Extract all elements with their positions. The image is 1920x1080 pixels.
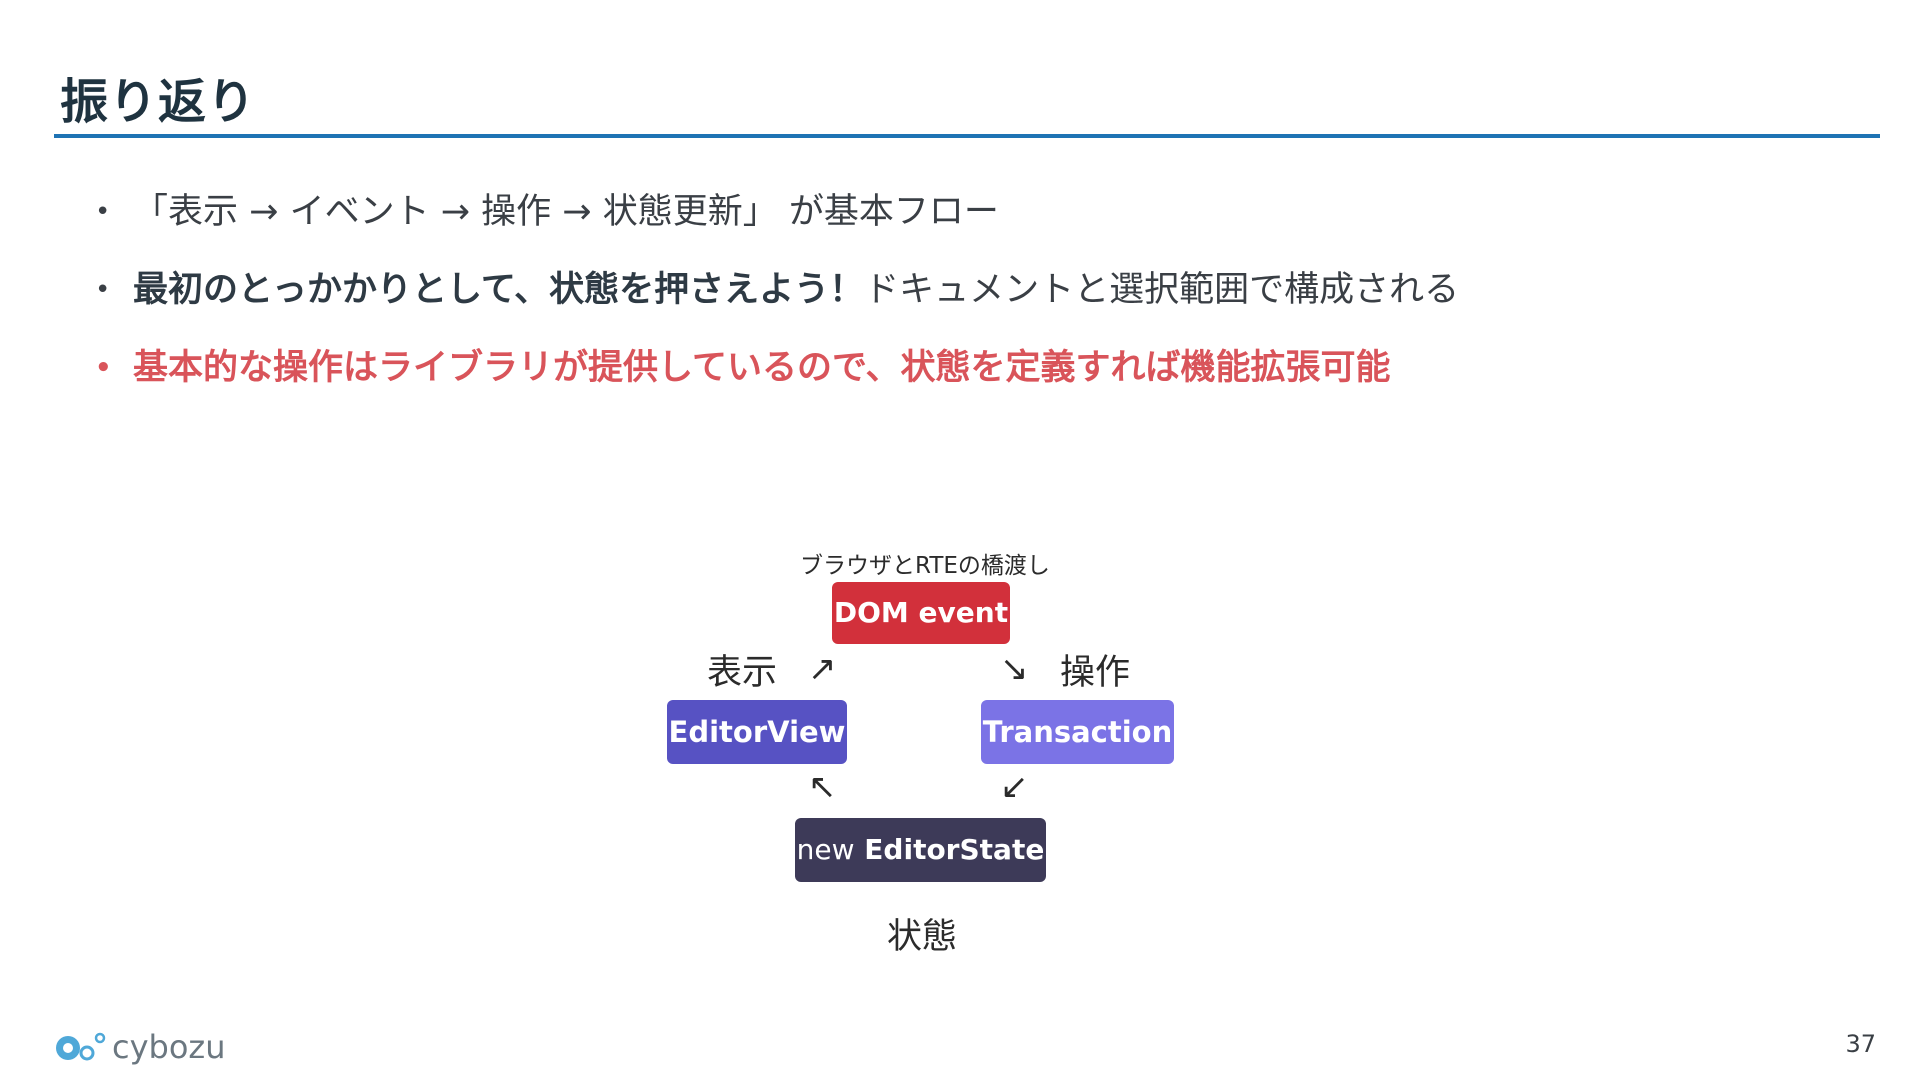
page-number: 37	[1845, 1030, 1876, 1058]
bullet-list: • 「表示 → イベント → 操作 → 状態更新」 が基本フロー • 最初のとっ…	[95, 186, 1459, 420]
label-state: 状態	[887, 917, 958, 957]
bullet-dot-icon: •	[95, 197, 111, 227]
editor-state-name: EditorState	[864, 833, 1045, 866]
bullet-text: 基本的な操作はライブラリが提供しているので、状態を定義すれば機能拡張可能	[133, 348, 1391, 388]
editor-view-node: EditorView	[667, 700, 847, 764]
bullet-text: 「表示 → イベント → 操作 → 状態更新」 が基本フロー	[133, 192, 999, 232]
bullet-item-state: • 最初のとっかかりとして、状態を押さえよう！ドキュメントと選択範囲で構成される	[95, 264, 1459, 342]
bullet-dot-icon: •	[95, 275, 111, 305]
diagram-caption: ブラウザとRTEの橋渡し	[800, 553, 1050, 579]
bullet-dot-icon: •	[95, 353, 112, 383]
arrow-down-left-icon: ↙	[1000, 767, 1029, 807]
arrow-up-right-icon: ↗	[808, 649, 837, 689]
cybozu-logo-icon	[56, 1032, 106, 1061]
dom-event-node: DOM event	[832, 582, 1010, 644]
arrow-up-left-icon: ↖	[808, 767, 837, 807]
logo-text: cybozu	[112, 1028, 226, 1066]
bullet-strong-text: 最初のとっかかりとして、状態を押さえよう！	[133, 270, 865, 310]
label-display: 表示	[707, 653, 778, 693]
title-divider	[54, 134, 1880, 138]
bullet-item-extension: • 基本的な操作はライブラリが提供しているので、状態を定義すれば機能拡張可能	[95, 342, 1459, 420]
bullet-item-flow: • 「表示 → イベント → 操作 → 状態更新」 が基本フロー	[95, 186, 1459, 264]
label-operation: 操作	[1060, 653, 1131, 693]
editor-state-prefix: new	[796, 833, 855, 866]
slide-title: 振り返り	[60, 74, 257, 130]
arrow-down-right-icon: ↘	[1000, 649, 1029, 689]
bullet-text: ドキュメントと選択範囲で構成される	[864, 270, 1460, 310]
cybozu-logo: cybozu	[54, 1026, 226, 1066]
transaction-node: Transaction	[981, 700, 1174, 764]
editor-state-node: new EditorState	[795, 818, 1046, 882]
